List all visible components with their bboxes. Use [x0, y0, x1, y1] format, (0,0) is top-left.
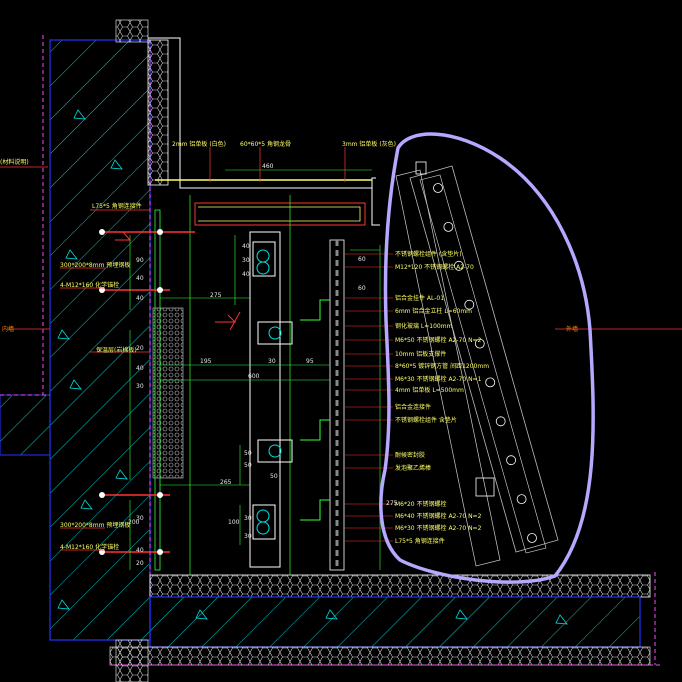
concrete-aggregate-mark [455, 609, 468, 620]
top-callout-label: 3mm 铝单板 (灰色) [342, 140, 396, 148]
annotation-highlight-loop [379, 132, 595, 584]
dimension-value: 30 [136, 383, 144, 390]
right-callout-label: 钢化玻璃 L=100mm [395, 322, 453, 330]
bottom-slab [109, 572, 660, 666]
dimension-value: 30 [244, 533, 252, 540]
concrete-aggregate-mark [110, 159, 123, 170]
panel-hole [453, 260, 464, 271]
right-callout-labels: 不锈钢螺栓组件 (含垫片) M12*120 不锈钢螺栓 A2-70 铝合金挂件 AL… [395, 250, 489, 545]
dimension-value: 275 [386, 500, 398, 507]
dimension-value: 40 [136, 295, 144, 302]
concrete-aggregate-mark [73, 109, 86, 120]
dimension-value: 40 [136, 547, 144, 554]
concrete-aggregate-mark [80, 499, 93, 510]
dimension-value: 50 [270, 473, 278, 480]
dimension-value: 60 [358, 256, 366, 263]
top-callout-label: 60*60*5 角钢龙骨 [240, 140, 291, 148]
dimension-value: 460 [262, 163, 274, 170]
concrete-wall-left [0, 35, 151, 641]
dimension-value: 30 [244, 515, 252, 522]
side-tag: 外墙 [566, 325, 578, 333]
right-callout-label: M12*120 不锈钢螺栓 A2-70 [395, 263, 474, 271]
left-callout-label: 4-M12*160 化学锚栓 [60, 281, 119, 289]
dimension-value: 20 [136, 560, 144, 567]
dimension-value: 30 [242, 257, 250, 264]
dimension-value: 275 [210, 292, 222, 299]
concrete-aggregate-mark [65, 249, 78, 260]
steel-frame [154, 195, 345, 575]
dimension-value: 40 [136, 365, 144, 372]
dimension-value: 100 [228, 519, 240, 526]
right-callout-label: 耐候密封胶 [395, 451, 425, 459]
left-callout-label: L75*5 角钢连接件 [92, 202, 142, 210]
left-callout-label: 300*200*8mm 预埋钢板 [60, 261, 130, 269]
connectors [99, 229, 330, 555]
right-callout-label: 发泡聚乙烯棒 [395, 464, 431, 472]
panel-hole [527, 533, 537, 543]
concrete-aggregate-mark [69, 379, 82, 390]
right-callout-label: 不锈钢螺栓组件 (含垫片) [395, 250, 462, 258]
dimension-value: 600 [248, 373, 260, 380]
panel-hole [516, 494, 527, 505]
dimension-value: 40 [242, 243, 250, 250]
dimension-value: 20 [136, 345, 144, 352]
panel-hole [464, 299, 475, 310]
dimension-value: 265 [220, 479, 232, 486]
right-callout-label: 铝合金连接件 [395, 403, 431, 411]
side-tag: 内墙 [2, 325, 14, 333]
panel-hole [433, 183, 443, 193]
side-tags: 内墙 外墙 [2, 325, 578, 333]
concrete-aggregate-mark [57, 329, 70, 340]
dimension-value: 200 [128, 519, 140, 526]
right-callout-label: M6*30 不锈钢螺栓 A2-70 N=2 [395, 524, 482, 532]
dimension-value: 195 [200, 358, 212, 365]
panel-hole [443, 221, 454, 232]
panel-hole [506, 455, 517, 466]
right-callout-label: 6mm 铝合金立柱 L=60mm [395, 307, 472, 315]
dimension-value: 30 [268, 358, 276, 365]
dimension-value: 40 [136, 275, 144, 282]
right-callout-label: M6*50 不锈钢螺栓 A2-70 N=2 [395, 336, 482, 344]
dimension-value: 95 [306, 358, 314, 365]
dimension-labels: 460 60 40 30 40 275 195 600 30 95 90 50 50 265 30 100 30… [128, 163, 398, 567]
concrete-aggregate-mark [115, 469, 128, 480]
right-callout-label: 不锈钢螺栓组件 含垫片 [395, 416, 457, 424]
right-callout-label: M6*40 不锈钢螺栓 A2-70 N=2 [395, 512, 482, 520]
concrete-aggregate-mark [57, 599, 70, 610]
dimension-value: 50 [244, 450, 252, 457]
dimension-value: 50 [244, 462, 252, 469]
panel-detail [395, 161, 559, 567]
right-callout-label: 8*60*5 镀锌钢方管 间距1200mm [395, 362, 489, 370]
top-callout-labels: 2mm 铝单板 (白色) 60*60*5 角钢龙骨 3mm 铝单板 (灰色) [172, 140, 396, 148]
panel-hole [485, 377, 496, 388]
top-callout-label: 2mm 铝单板 (白色) [172, 140, 226, 148]
concrete-aggregate-mark [325, 609, 338, 620]
concrete-aggregate-mark [195, 609, 208, 620]
panel-hole [474, 338, 485, 349]
right-callout-label: 10mm 铝板支撑件 [395, 350, 446, 358]
right-callout-label: M6*30 不锈钢螺栓 A2-70 N=1 [395, 375, 482, 383]
left-callout-label: (材料说明) [0, 158, 29, 166]
dimension-value: 40 [242, 271, 250, 278]
right-callout-label: 4mm 铝单板 L=500mm [395, 386, 464, 394]
left-callout-label: 4-M12*160 化学锚栓 [60, 543, 119, 551]
right-callout-label: M6*20 不锈钢螺栓 [395, 500, 447, 508]
left-callout-label: 300*200*8mm 预埋钢板 [60, 521, 130, 529]
top-flashing [148, 37, 380, 226]
leader-lines [0, 147, 682, 551]
panel-hole [495, 416, 506, 427]
dimension-value: 90 [136, 257, 144, 264]
dimension-value: 30 [136, 515, 144, 522]
dimension-value: 60 [358, 285, 366, 292]
right-callout-label: L75*5 角钢连接件 [395, 537, 445, 545]
left-callout-labels: (材料说明) L75*5 角钢连接件 300*200*8mm 预埋钢板 4-M12*1… [0, 158, 142, 551]
concrete-aggregate-mark [555, 614, 568, 625]
right-callout-label: 铝合金挂件 AL-01 [395, 294, 444, 302]
left-callout-label: 保温层(岩棉板) [96, 346, 137, 354]
